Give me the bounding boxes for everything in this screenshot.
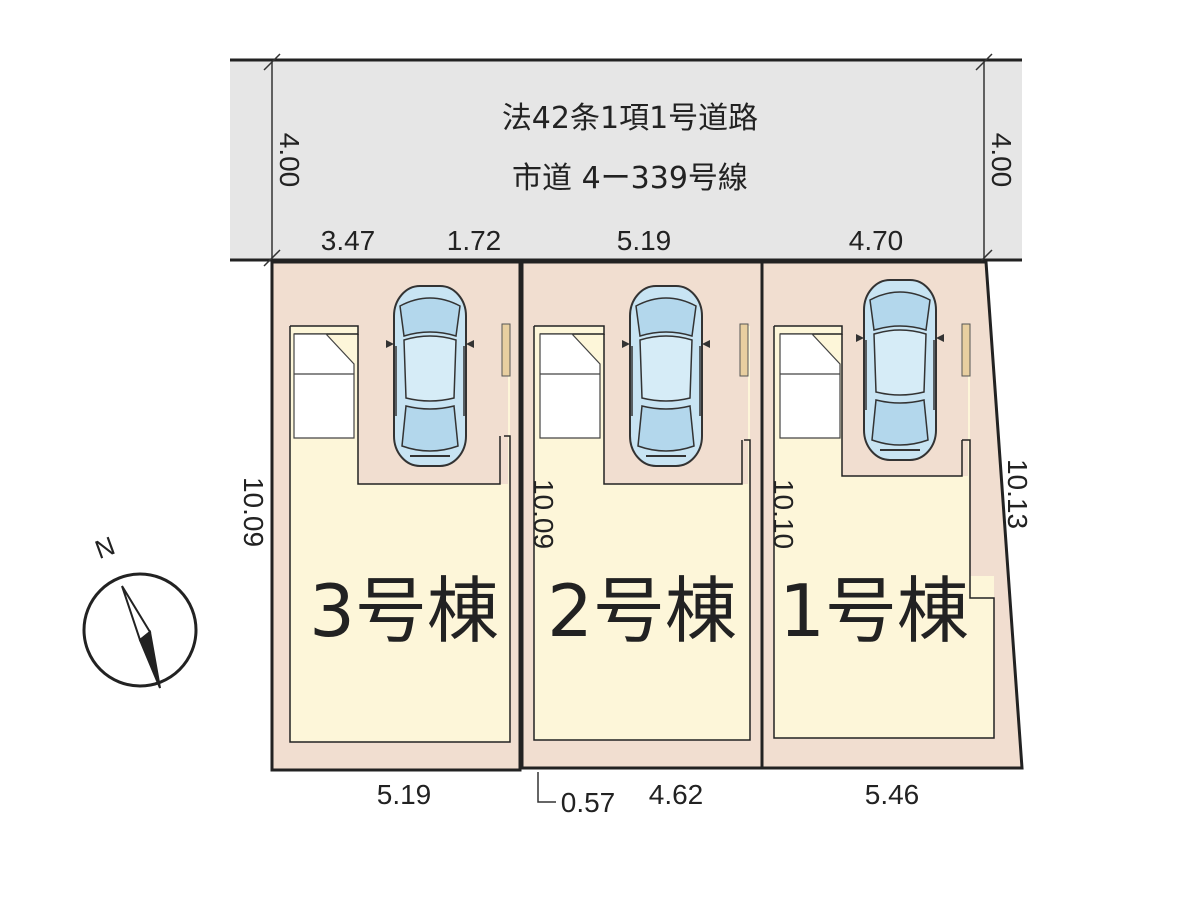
car-icon <box>385 285 475 467</box>
lot-2: 2号棟 10.09 <box>520 260 764 770</box>
road-width-right: 4.00 <box>975 53 1017 267</box>
lot-1: 1号棟 10.10 10.13 <box>760 260 1033 770</box>
car-icon <box>621 285 711 467</box>
lot-3: 3号棟 10.09 <box>238 260 522 772</box>
post-1 <box>961 323 971 377</box>
rear-offset: 0.57 <box>537 772 616 818</box>
lot-3-label: 3号棟 <box>309 569 499 653</box>
north-arrow-icon: N <box>82 530 198 689</box>
rear-lot1: 5.46 <box>865 779 920 810</box>
depth-lot1-right: 10.13 <box>1002 459 1033 529</box>
rear-offset-label: 0.57 <box>561 787 616 818</box>
entry-2 <box>539 333 601 439</box>
post-2 <box>739 323 749 377</box>
frontage-lot3-b: 1.72 <box>447 225 502 256</box>
lot-2-label: 2号棟 <box>547 569 737 653</box>
entry-1 <box>779 333 841 439</box>
depth-lot2: 10.09 <box>528 479 559 549</box>
car-icon <box>855 279 945 461</box>
road-classification: 法42条1項1号道路 <box>502 101 758 136</box>
post-3 <box>501 323 511 377</box>
depth-lot3: 10.09 <box>238 477 269 547</box>
rear-lot2: 4.62 <box>649 779 704 810</box>
frontage-lot2: 5.19 <box>617 225 672 256</box>
entry-3 <box>293 333 355 439</box>
compass-north-label: N <box>91 530 119 565</box>
depth-lot1-left: 10.10 <box>768 479 799 549</box>
frontage-lot3-a: 3.47 <box>321 225 376 256</box>
frontage-lot1: 4.70 <box>849 225 904 256</box>
road-name: 市道 4ー339号線 <box>512 161 748 196</box>
lot-1-label: 1号棟 <box>779 569 969 653</box>
road-width-left-label: 4.00 <box>274 133 305 188</box>
road-width-left: 4.00 <box>263 53 305 267</box>
road-width-right-label: 4.00 <box>986 133 1017 188</box>
road: 法42条1項1号道路 市道 4ー339号線 4.00 4.00 <box>230 53 1022 267</box>
road-area <box>230 60 1022 260</box>
rear-lot3: 5.19 <box>377 779 432 810</box>
